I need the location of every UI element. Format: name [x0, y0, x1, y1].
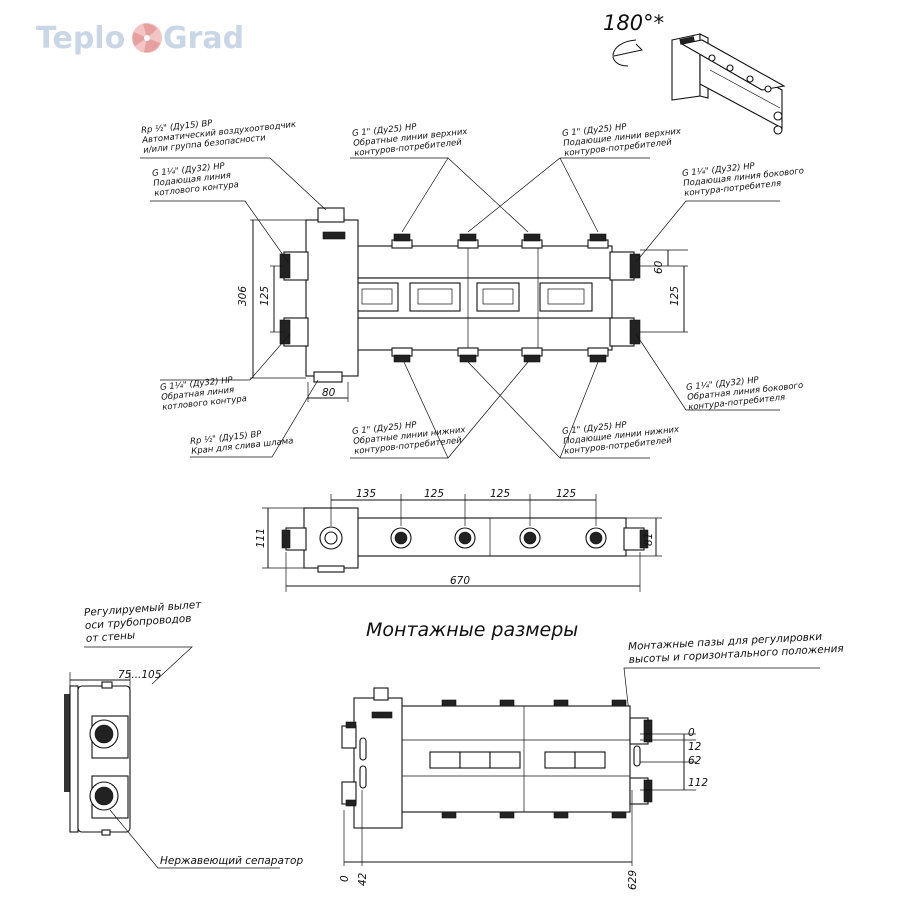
front-view: 306 125 80 60 125 — [237, 207, 688, 402]
rotation-mark: 180°* — [603, 11, 664, 67]
dim-wall-offset: 75...105 — [118, 669, 162, 681]
dim-mount-y3: 112 — [688, 777, 708, 789]
dim-depth-right: 81 — [643, 533, 655, 546]
dim-mount-y0: 0 — [688, 727, 695, 739]
separator-label: Нержавеющий сепаратор — [160, 855, 303, 867]
dim-depth-left: 111 — [255, 528, 267, 548]
dim-mount-y2: 62 — [688, 755, 702, 767]
rotation-arc-icon — [612, 39, 637, 67]
wall-offset-line3: от стены — [85, 630, 135, 645]
dim-right-mid: 125 — [669, 286, 681, 306]
dim-top-d3: 125 — [490, 488, 510, 500]
mount-view: Монтажные пазы для регулировки высоты и … — [339, 631, 844, 890]
iso-view — [671, 33, 786, 135]
dim-top-d4: 125 — [556, 488, 576, 500]
logo-text-left: Teplo — [36, 21, 125, 56]
dim-top-d1: 135 — [356, 488, 376, 500]
section-title: Монтажные размеры — [366, 619, 578, 641]
top-view: 135 125 125 125 111 81 670 — [255, 488, 662, 592]
side-view: Регулируемый вылет оси трубопроводов от … — [64, 599, 303, 869]
dim-mount-x0: 0 — [339, 875, 351, 882]
rotation-label: 180°* — [603, 11, 664, 35]
callouts-front: Rp ½" (Ду15) ВР Автоматический воздухоот… — [140, 118, 804, 459]
dim-top-d2: 125 — [424, 488, 444, 500]
dim-right-top: 60 — [653, 260, 665, 274]
logo-fan-icon — [132, 23, 162, 53]
dim-mount-x1: 42 — [357, 872, 369, 886]
rotation-arrow-icon — [613, 43, 644, 57]
dim-inner-left: 125 — [259, 286, 271, 306]
dim-mount-y1: 12 — [688, 741, 702, 753]
dim-length: 670 — [450, 575, 470, 587]
logo-text-right: Grad — [163, 21, 244, 56]
dim-total-height: 306 — [237, 286, 249, 306]
dim-mount-x2: 629 — [627, 870, 639, 890]
brand-logo: Teplo Grad — [36, 21, 244, 56]
dim-bottom-width: 80 — [322, 387, 336, 399]
